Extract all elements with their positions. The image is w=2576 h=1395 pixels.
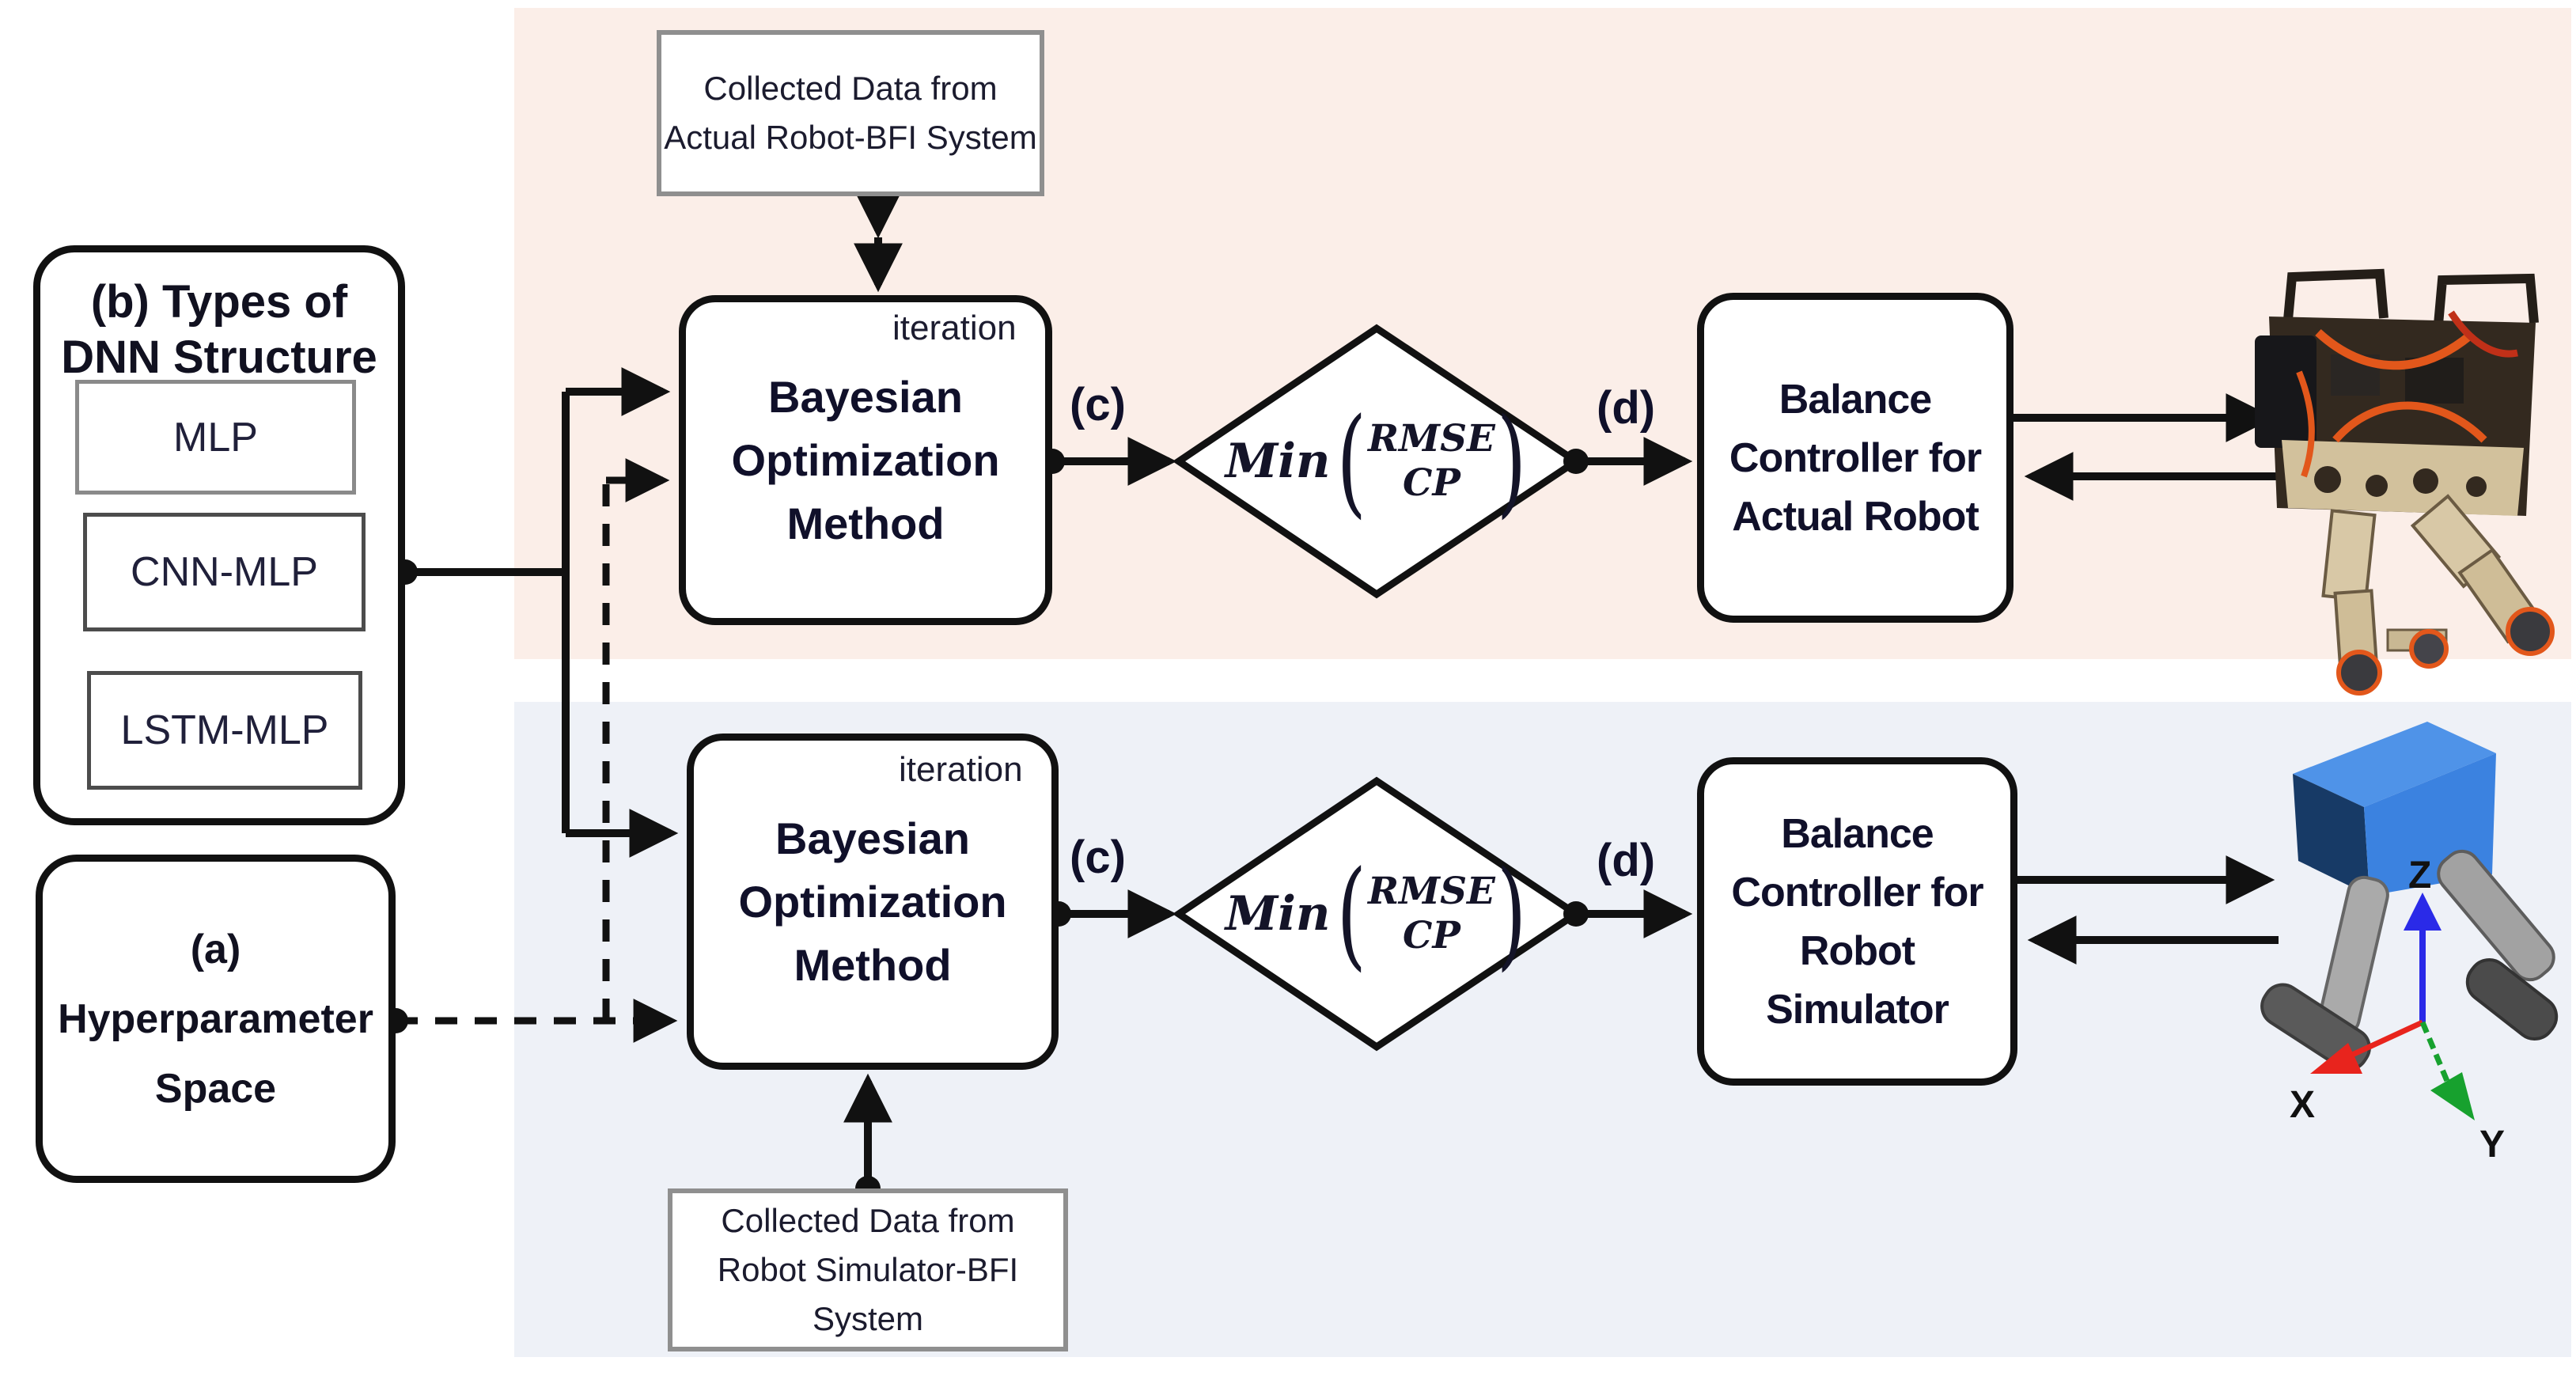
axis-x-label: X [2290, 1084, 2315, 1126]
ctrl-actual-line3: Actual Robot [1732, 493, 1979, 540]
bayesian-sim-line2: Optimization [738, 876, 1007, 927]
formula-denominator-sim: CP [1403, 914, 1460, 957]
formula-close-paren: ) [1496, 392, 1527, 530]
ctrl-sim-line2: Controller for [1731, 869, 1983, 915]
dnn-item-mlp: MLP [75, 380, 356, 495]
formula-open-paren-sim: ( [1336, 845, 1366, 983]
dnn-to-bayesian-connectors [366, 367, 679, 858]
ctrl-actual-line2: Controller for [1729, 434, 1982, 481]
simulator-axes: Z X Y [2290, 855, 2505, 1166]
dnn-item-cnn-mlp-label: CNN-MLP [131, 549, 318, 595]
formula-denominator: CP [1403, 461, 1460, 505]
ctrl-sim-line1: Balance [1781, 810, 1934, 857]
dnn-box-title-line1: (b) Types of [90, 276, 348, 328]
simulator-data-box: Collected Data from Robot Simulator-BFI … [668, 1188, 1068, 1351]
label-c-actual: (c) [1070, 379, 1126, 430]
formula-numerator: RMSE [1367, 417, 1495, 461]
label-d-actual: (d) [1597, 382, 1656, 434]
controller-simulator-lines [2017, 855, 2279, 965]
decision-formula-simulator: Min ( RMSE CP ) [1209, 843, 1544, 985]
formula-min: Min [1225, 434, 1331, 489]
bayesian-box-simulator: Bayesian Optimization Method [687, 734, 1059, 1070]
iteration-label-simulator: iteration [899, 750, 1023, 789]
hyperparameter-line2: Hyperparameter [58, 995, 373, 1042]
hyperparameter-dashed-connectors [396, 458, 678, 1043]
iteration-label-actual: iteration [892, 309, 1017, 347]
bayesian-sim-line3: Method [794, 939, 952, 990]
simulator-data-line2: Robot Simulator-BFI System [717, 1251, 1019, 1337]
formula-open-paren: ( [1336, 392, 1366, 530]
hyperparameter-line1: (a) [190, 926, 241, 972]
dnn-item-cnn-mlp: CNN-MLP [83, 513, 366, 631]
formula-min-sim: Min [1225, 886, 1331, 942]
label-c-simulator: (c) [1070, 832, 1126, 883]
label-d-simulator: (d) [1597, 835, 1656, 886]
bayesian-actual-line1: Bayesian [768, 371, 963, 422]
axis-y-label: Y [2479, 1124, 2505, 1166]
actual-robot-photo [2255, 268, 2555, 696]
axis-z-label: Z [2408, 855, 2431, 897]
robot-simulator-render: Z X Y [2260, 722, 2559, 1166]
balance-controller-actual-box: Balance Controller for Actual Robot [1697, 293, 2013, 623]
formula-close-paren-sim: ) [1496, 845, 1527, 983]
actual-data-box: Collected Data from Actual Robot-BFI Sys… [657, 30, 1044, 196]
hyperparameter-space-box: (a) Hyperparameter Space [36, 855, 396, 1183]
actual-data-line2: Actual Robot-BFI System [664, 119, 1037, 156]
dnn-item-lstm-mlp: LSTM-MLP [87, 671, 362, 790]
dnn-box-title-line2: DNN Structure [61, 332, 377, 383]
hyperparameter-line3: Space [154, 1065, 277, 1112]
controller-robot-lines [2013, 393, 2279, 501]
actual-data-line1: Collected Data from [703, 70, 998, 107]
simulator-data-line1: Collected Data from [721, 1202, 1015, 1239]
dnn-item-mlp-label: MLP [173, 414, 258, 461]
dnn-item-lstm-mlp-label: LSTM-MLP [120, 707, 329, 753]
formula-numerator-sim: RMSE [1367, 870, 1495, 913]
bayesian-actual-line2: Optimization [731, 434, 1000, 485]
decision-formula-actual: Min ( RMSE CP ) [1209, 390, 1544, 533]
bayesian-actual-line3: Method [786, 498, 945, 548]
ctrl-sim-line3: Robot Simulator [1766, 927, 1949, 1033]
ctrl-actual-line1: Balance [1779, 376, 1932, 423]
bayesian-sim-line1: Bayesian [775, 813, 970, 863]
bayesian-box-actual: Bayesian Optimization Method [679, 295, 1052, 625]
balance-controller-simulator-box: Balance Controller for Robot Simulator [1697, 757, 2017, 1086]
